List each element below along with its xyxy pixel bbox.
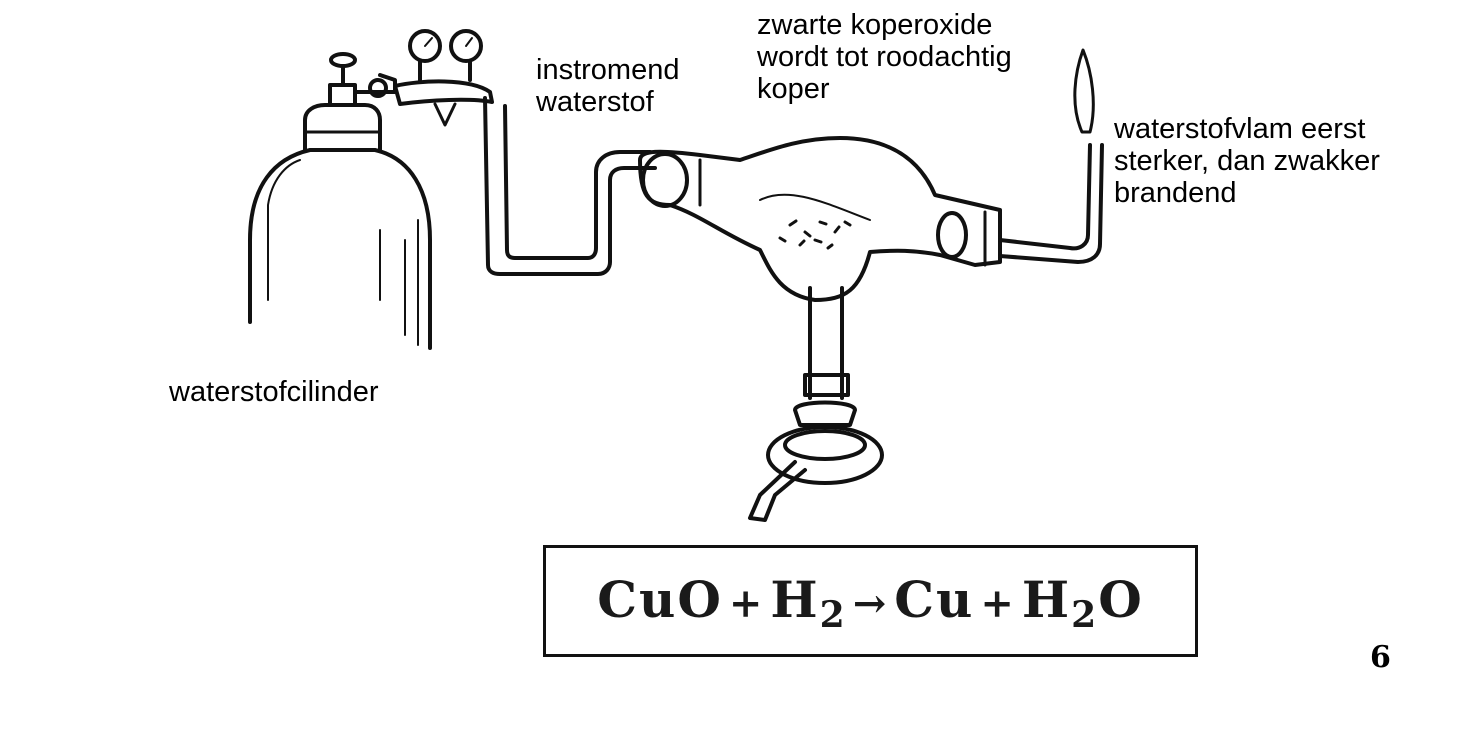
label-line: instromend bbox=[536, 54, 680, 86]
page-number: 6 bbox=[1370, 640, 1391, 675]
bunsen-burner bbox=[748, 286, 884, 522]
hydrogen-cylinder bbox=[248, 52, 432, 350]
label-hydrogen-inflow: instromend waterstof bbox=[536, 54, 679, 118]
plus-sign: + bbox=[980, 580, 1016, 627]
label-line: wordt tot roodachtig bbox=[757, 41, 1012, 73]
rubber-hose bbox=[483, 96, 657, 276]
product-water-o: O bbox=[1098, 570, 1144, 629]
product-copper: Cu bbox=[894, 570, 975, 629]
label-line: waterstof bbox=[536, 86, 654, 118]
outlet-tube bbox=[998, 143, 1104, 264]
label-line: brandend bbox=[1114, 177, 1237, 209]
reaction-arrow: → bbox=[852, 580, 889, 627]
subscript: 2 bbox=[819, 594, 847, 636]
label-line: sterker, dan zwakker bbox=[1114, 145, 1380, 177]
label-hydrogen-cylinder: waterstofcilinder bbox=[169, 376, 379, 408]
hydrogen-flame bbox=[1073, 48, 1095, 134]
label-hydrogen-flame: waterstofvlam eerst sterker, dan zwakker… bbox=[1114, 113, 1380, 209]
label-copper-oxide: zwarte koperoxide wordt tot roodachtig k… bbox=[757, 9, 1012, 105]
copper-oxide-powder bbox=[778, 219, 852, 250]
reactant-hydrogen: H bbox=[770, 570, 820, 629]
label-line: waterstofcilinder bbox=[169, 376, 379, 408]
label-line: waterstofvlam eerst bbox=[1114, 113, 1366, 145]
pressure-regulator bbox=[393, 29, 494, 127]
reaction-equation-box: CuO+H2→Cu+H2O bbox=[543, 545, 1198, 657]
reaction-equation: CuO+H2→Cu+H2O bbox=[546, 570, 1195, 634]
label-line: koper bbox=[757, 73, 830, 105]
product-water-h: H bbox=[1021, 570, 1072, 629]
combustion-tube bbox=[638, 136, 1002, 302]
subscript: 2 bbox=[1071, 594, 1099, 636]
reactant-copper-oxide: CuO bbox=[597, 570, 723, 629]
plus-sign: + bbox=[728, 580, 765, 627]
label-line: zwarte koperoxide bbox=[757, 9, 993, 41]
